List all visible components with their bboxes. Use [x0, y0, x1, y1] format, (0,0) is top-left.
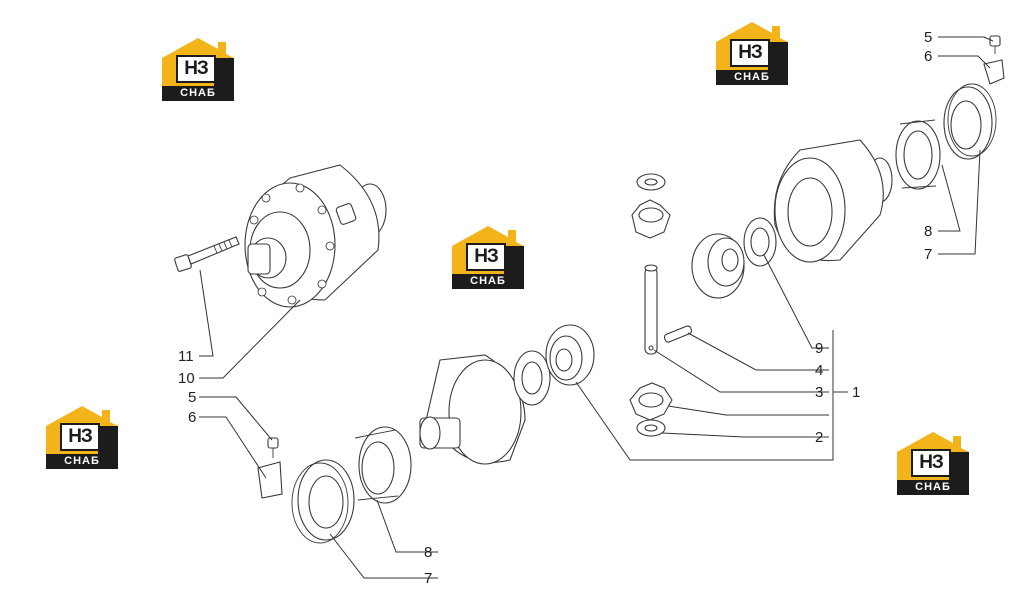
logo-text: СНАБ — [452, 274, 524, 289]
callout-5-top: 5 — [924, 29, 932, 46]
brand-logo: НЗ СНАБ — [452, 224, 524, 292]
callout-5-left: 5 — [188, 389, 196, 406]
adjuster-ring-left — [291, 459, 355, 544]
callout-4: 4 — [815, 362, 823, 379]
side-gear-right — [691, 233, 745, 299]
screw-right — [989, 35, 1001, 54]
logo-mark: НЗ — [60, 423, 100, 451]
callout-11: 11 — [178, 348, 194, 365]
logo-text: СНАБ — [716, 70, 788, 85]
pinion-gear-bottom — [629, 382, 673, 421]
callout-2: 2 — [815, 429, 823, 446]
brand-logo: НЗ СНАБ — [716, 20, 788, 88]
bolt-part — [174, 236, 240, 272]
thrust-washer-right — [743, 217, 777, 267]
brand-logo: НЗ СНАБ — [46, 404, 118, 472]
roll-pin — [663, 325, 693, 343]
logo-mark: НЗ — [730, 39, 770, 67]
logo-mark: НЗ — [911, 449, 951, 477]
right-housing-half — [773, 139, 893, 263]
callout-7-right: 7 — [924, 246, 932, 263]
lock-plate-right — [983, 59, 1005, 85]
bearing-right — [895, 119, 941, 190]
callout-9: 9 — [815, 340, 823, 357]
thrust-washer-top — [636, 173, 666, 191]
pinion-gear-top — [631, 199, 671, 239]
callout-6-top: 6 — [924, 48, 932, 65]
adjuster-ring-right — [943, 83, 997, 160]
lock-plate-left — [257, 461, 283, 499]
logo-mark: НЗ — [176, 55, 216, 83]
cross-shaft — [644, 264, 658, 355]
thrust-washer-left — [513, 350, 551, 406]
side-gear-left — [545, 324, 595, 386]
left-housing-half — [419, 354, 526, 465]
logo-text: СНАБ — [897, 480, 969, 495]
leader-lines — [199, 36, 994, 579]
callout-1: 1 — [852, 384, 860, 401]
brand-logo: НЗ СНАБ — [897, 430, 969, 498]
brand-logo: НЗ СНАБ — [162, 36, 234, 104]
callout-8-right: 8 — [924, 223, 932, 240]
logo-text: СНАБ — [46, 454, 118, 469]
callout-8-bottom: 8 — [424, 544, 432, 561]
thrust-washer-bottom — [636, 419, 666, 437]
callout-7-bottom: 7 — [424, 570, 432, 587]
differential-housing-assembled — [244, 164, 387, 308]
callout-6-left: 6 — [188, 409, 196, 426]
callout-3: 3 — [815, 384, 823, 401]
bearing-left — [354, 426, 412, 504]
callout-10: 10 — [178, 370, 195, 387]
screw-left — [267, 437, 279, 458]
logo-text: СНАБ — [162, 86, 234, 101]
logo-mark: НЗ — [466, 243, 506, 271]
